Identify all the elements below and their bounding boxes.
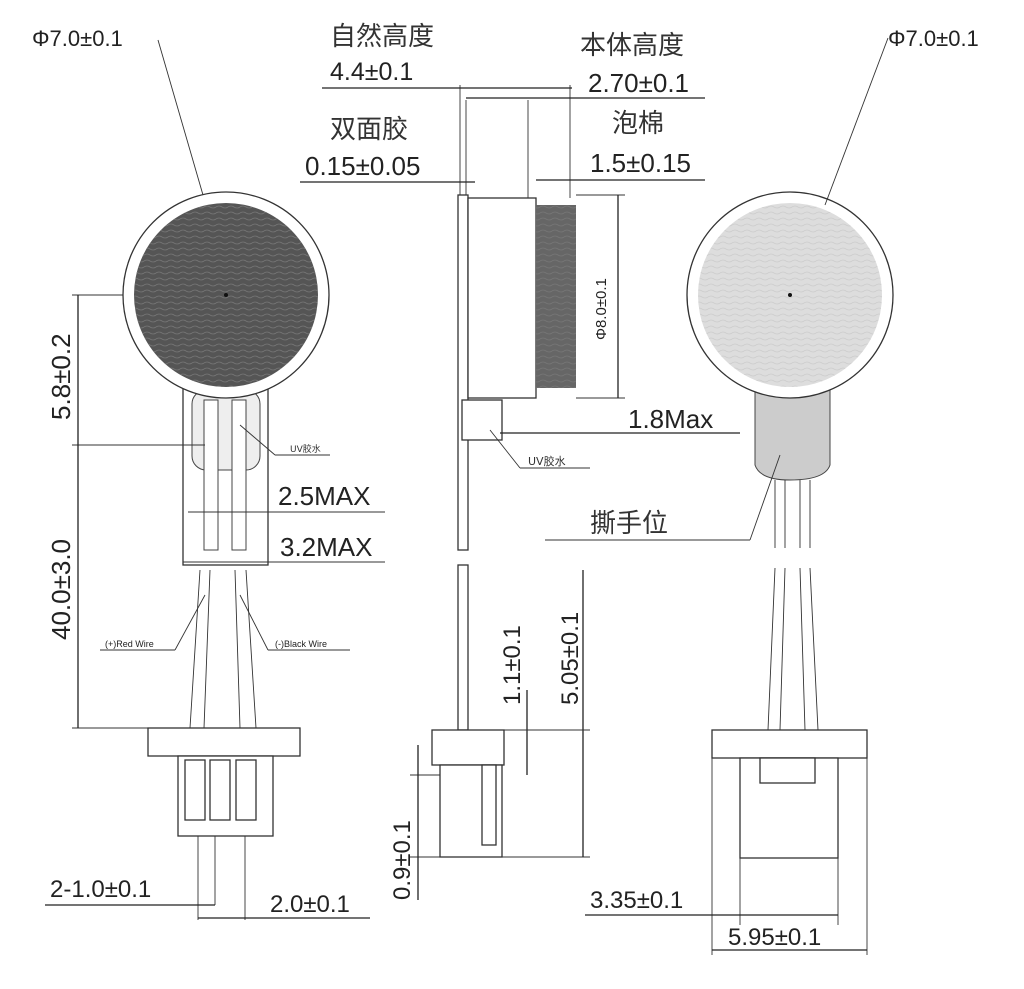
width-3-2-label: 3.2MAX [280,532,373,562]
natural-height-label: 自然高度 [330,22,434,52]
height-5-8-label: 5.8±0.2 [46,333,76,420]
side-diameter-label: Φ8.0±0.1 [593,278,610,340]
natural-height-value: 4.4±0.1 [330,58,413,86]
dim-3-35-label: 3.35±0.1 [590,887,683,914]
width-2-5-label: 2.5MAX [278,481,371,511]
adhesive-label: 双面胶 [330,115,408,145]
body-height-label: 本体高度 [580,31,684,61]
dim-0-9-label: 0.9±0.1 [389,820,416,900]
wire-pad [203,399,219,551]
max-1-8-label: 1.8Max [628,404,713,434]
dim-1-1-label: 1.1±0.1 [499,625,526,705]
back-view [545,37,894,955]
uv-glue-area [191,389,261,471]
uv-glue-label-left: UV胶水 [290,443,321,455]
dim-5-05-label: 5.05±0.1 [557,612,584,705]
wire-pad [231,399,247,551]
uv-glue-label-mid: UV胶水 [528,454,566,468]
black-wire-label: (-)Black Wire [275,639,327,649]
red-wire-label: (+)Red Wire [105,639,154,649]
side-view [300,85,740,900]
body-height-value: 2.70±0.1 [588,68,689,98]
adhesive-value: 0.15±0.05 [305,151,420,181]
diameter-label-left: Φ7.0±0.1 [32,26,123,51]
lead-length-label: 40.0±3.0 [46,539,76,640]
dim-2-0-label: 2.0±0.1 [270,891,350,918]
tear-position-label: 撕手位 [590,509,668,539]
foam-label: 泡棉 [612,109,664,139]
pitch-label: 2-1.0±0.1 [50,876,151,903]
front-view [45,39,385,920]
diameter-label-right: Φ7.0±0.1 [888,26,979,51]
foam-value: 1.5±0.15 [590,148,691,178]
dim-5-95-label: 5.95±0.1 [728,924,821,951]
